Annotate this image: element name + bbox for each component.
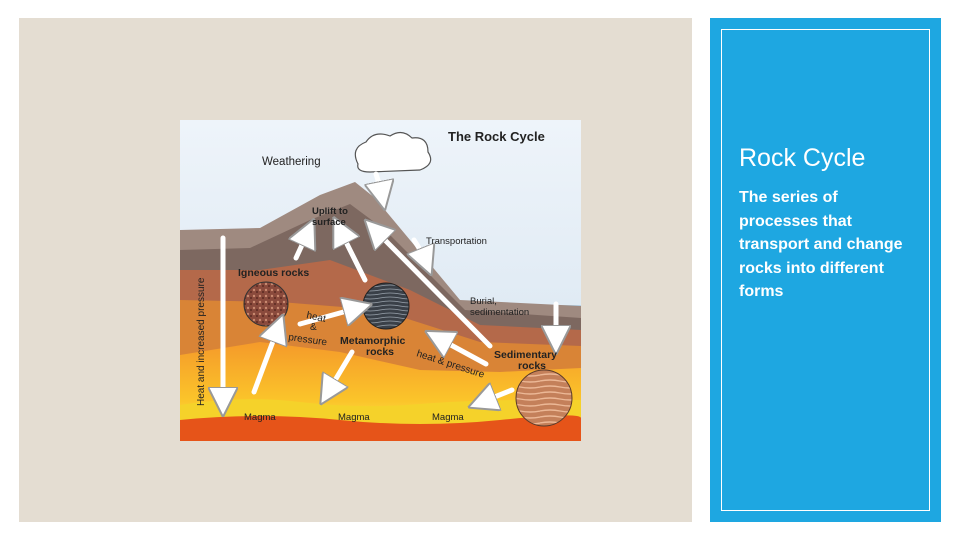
label-magma-1: Magma bbox=[244, 412, 276, 423]
slide-body: The series of processes that transport a… bbox=[739, 189, 903, 300]
label-side-axis: Heat and increased pressure bbox=[196, 277, 207, 406]
label-metamorphic-2: rocks bbox=[366, 346, 394, 358]
label-metamorphic-1: Metamorphic bbox=[340, 335, 406, 347]
label-heat-pressure-1c: pressure bbox=[288, 332, 328, 348]
right-panel: Rock Cycle The series of processes that … bbox=[710, 18, 941, 522]
label-burial-2: sedimentation bbox=[470, 307, 529, 318]
label-uplift-2: surface bbox=[312, 217, 346, 228]
cloud-icon bbox=[354, 131, 432, 173]
label-uplift-1: Uplift to bbox=[312, 206, 348, 217]
igneous-rock-icon bbox=[243, 281, 289, 327]
left-panel: The Rock Cycle Weathering Uplift to surf… bbox=[19, 18, 692, 522]
panel-frame bbox=[721, 29, 930, 511]
label-heat-pressure-1a: heat bbox=[305, 310, 327, 325]
label-burial-1: Burial, bbox=[470, 296, 497, 307]
slide-title: Rock Cycle bbox=[739, 144, 866, 172]
label-transportation: Transportation bbox=[426, 236, 487, 247]
sedimentary-rock-icon bbox=[515, 369, 573, 427]
diagram-title: The Rock Cycle bbox=[448, 129, 545, 144]
metamorphic-rock-icon bbox=[362, 282, 410, 330]
rock-cycle-diagram: The Rock Cycle Weathering Uplift to surf… bbox=[180, 120, 581, 441]
label-igneous: Igneous rocks bbox=[238, 267, 309, 279]
label-heat-pressure-1b: & bbox=[310, 322, 317, 333]
label-magma-2: Magma bbox=[338, 412, 370, 423]
label-magma-3: Magma bbox=[432, 412, 464, 423]
label-weathering: Weathering bbox=[262, 156, 321, 168]
label-sedimentary-1: Sedimentary bbox=[494, 349, 557, 361]
label-sedimentary-2: rocks bbox=[518, 360, 546, 372]
